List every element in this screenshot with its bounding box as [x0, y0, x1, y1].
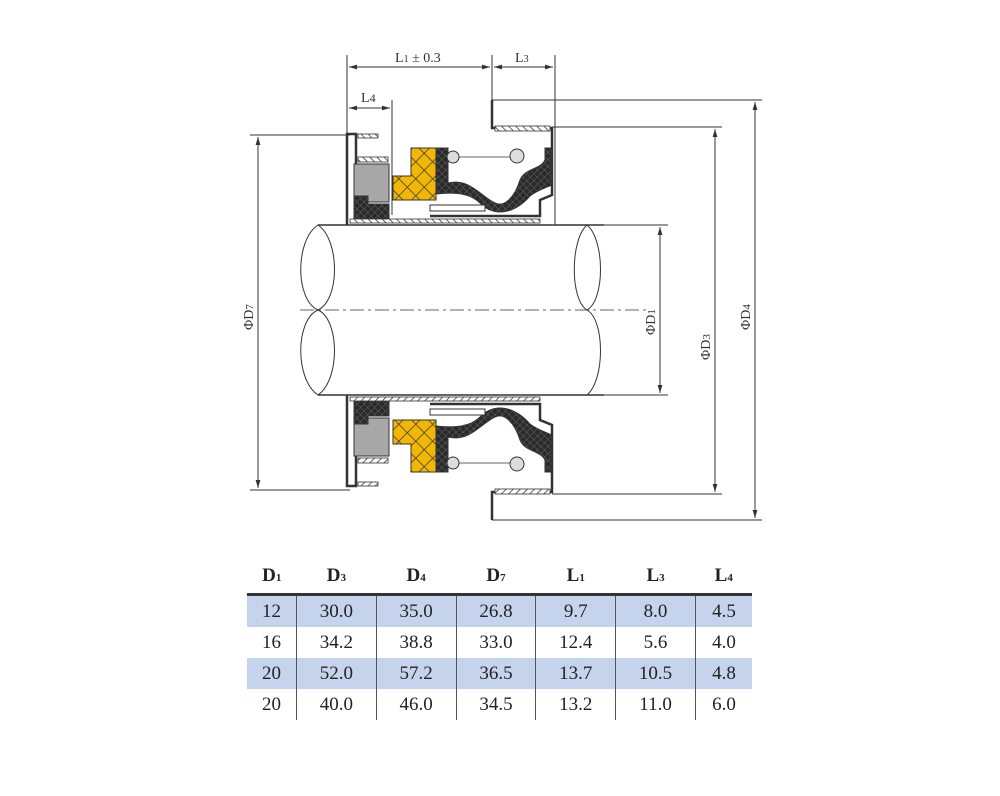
dim-L3-label: L3 [515, 51, 529, 66]
table-cell: 9.7 [535, 594, 616, 627]
table-cell: 30.0 [295, 594, 377, 627]
table-cell: 4.0 [694, 627, 752, 658]
header-sub: 4 [420, 571, 426, 584]
table-cell: 33.0 [455, 627, 536, 658]
header-sub: 1 [275, 571, 282, 584]
seal-drawing: L1 ± 0.3 L3 L4 ΦD7 ΦD1 ΦD3 ΦD4 [242, 51, 762, 522]
table-cell: 38.8 [375, 627, 457, 658]
header-sub: 1 [579, 571, 585, 584]
table-cell: 57.2 [375, 658, 457, 689]
column-header: D3 [296, 558, 377, 596]
table-cell: 13.2 [535, 689, 616, 720]
column-header: L1 [535, 558, 616, 596]
header-sub: 3 [659, 571, 665, 584]
table-cell: 52.0 [295, 658, 377, 689]
table-cell: 6.0 [694, 689, 752, 720]
header-base: D [262, 564, 276, 586]
header-base: D [486, 564, 501, 586]
table-cell: 10.5 [615, 658, 696, 689]
dim-D7-label: ΦD7 [242, 304, 257, 330]
header-base: L [566, 564, 580, 586]
table-cell: 20 [261, 693, 281, 715]
column-header: L4 [695, 558, 752, 596]
dim-D4-label: ΦD4 [739, 304, 754, 330]
seal-bottom-half [345, 393, 554, 522]
shaft [300, 224, 650, 396]
table-cell: 35.0 [375, 594, 457, 627]
table-cell: 4.5 [694, 594, 752, 627]
dim-L1-label: L1 ± 0.3 [395, 51, 441, 66]
table-cell: 46.0 [375, 689, 457, 720]
table-cell: 8.0 [615, 594, 696, 627]
column-header: L3 [615, 558, 696, 596]
header-base: L [646, 564, 660, 586]
dim-L4-label: L4 [361, 91, 376, 106]
table-cell: 26.8 [455, 594, 536, 627]
table-cell: 34.2 [295, 627, 377, 658]
seal-top-half [345, 98, 554, 227]
table-cell: 12 [247, 594, 297, 627]
column-header: D4 [376, 558, 457, 596]
table-cell: 20 [247, 658, 297, 689]
table-cell: 12.4 [535, 627, 616, 658]
table-cell: 40.0 [295, 689, 377, 720]
header-base: D [406, 564, 421, 586]
header-sub: 7 [500, 571, 506, 584]
header-sub: 3 [340, 571, 346, 584]
column-header: D1 [247, 558, 297, 596]
table-cell: 5.6 [615, 627, 696, 658]
header-base: D [326, 564, 341, 586]
dim-D1-label: ΦD1 [644, 309, 659, 335]
table-cell: 13.7 [535, 658, 616, 689]
table-cell: 34.5 [455, 689, 536, 720]
table-cell: 16 [261, 631, 281, 653]
column-header: D7 [456, 558, 536, 596]
table-cell: 11.0 [615, 689, 696, 720]
header-sub: 4 [727, 571, 733, 584]
table-cell: 36.5 [455, 658, 536, 689]
dim-D3-label: ΦD3 [699, 334, 714, 360]
header-base: L [714, 564, 728, 586]
table-cell: 4.8 [694, 658, 752, 689]
